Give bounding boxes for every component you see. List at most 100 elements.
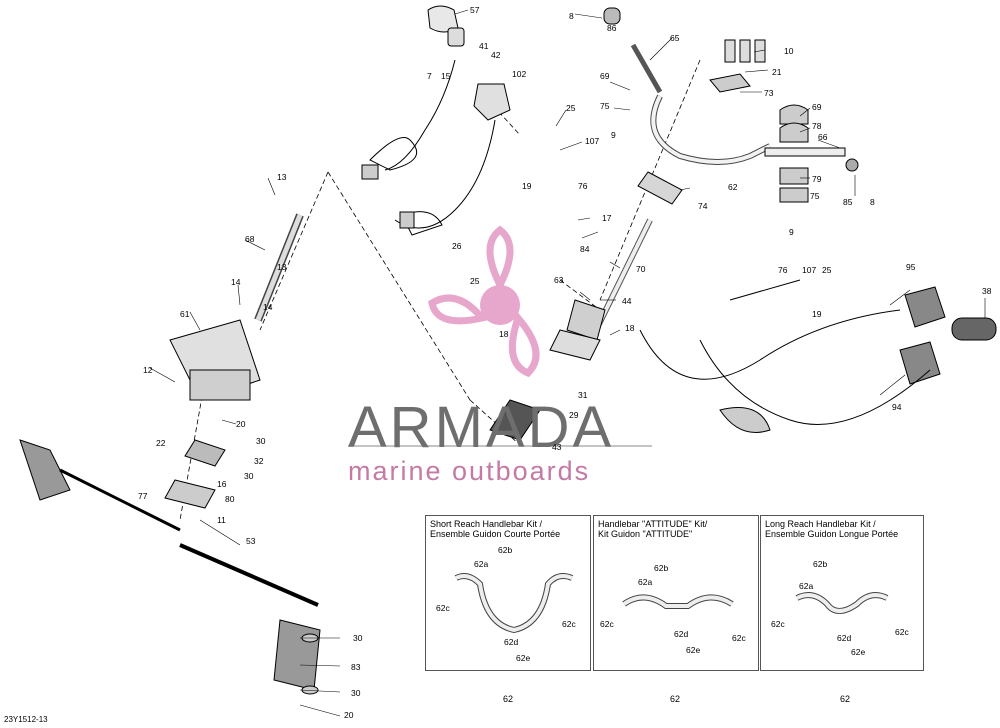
- kit-title-line2: Ensemble Guidon Longue Portée: [765, 529, 899, 539]
- kit-part-number-attitude: 62: [670, 694, 681, 704]
- kit-panel-attitude: Handlebar "ATTITUDE" Kit/Kit Guidon "ATT…: [593, 515, 759, 671]
- callout-number: 7: [427, 71, 432, 81]
- callout-number: 15: [441, 71, 451, 81]
- callout-number: 76: [578, 181, 588, 191]
- callout-number: 14: [231, 277, 241, 287]
- callout-number: 107: [585, 136, 600, 146]
- callout-number: 9: [789, 227, 794, 237]
- callout-number: 32: [254, 456, 264, 466]
- callout-number: 80: [225, 494, 235, 504]
- callout-number: 41: [479, 41, 489, 51]
- callout-number: 13: [277, 262, 287, 272]
- kit-label: 62d: [504, 637, 519, 647]
- kit-panel-short-reach: Short Reach Handlebar Kit /Ensemble Guid…: [425, 515, 591, 671]
- callout-number: 30: [353, 633, 363, 643]
- callout-number: 94: [892, 402, 902, 412]
- callout-number: 74: [698, 201, 708, 211]
- handlebar-62: [603, 7, 772, 165]
- short-reach-handlebar-drawing: [454, 573, 574, 634]
- kit-label: 62b: [498, 545, 513, 555]
- callout-number: 38: [982, 286, 992, 296]
- diagram-code: 23Y1512-13: [4, 715, 48, 724]
- callout-number: 65: [670, 33, 680, 43]
- callout-number: 85: [843, 197, 853, 207]
- callout-number: 69: [812, 102, 822, 112]
- callout-number: 84: [580, 244, 590, 254]
- kit-label: 62e: [516, 653, 531, 663]
- callout-number: 30: [244, 471, 254, 481]
- callout-number: 63: [554, 275, 564, 285]
- callout-number: 22: [156, 438, 166, 448]
- callout-number: 16: [217, 479, 227, 489]
- callout-number: 11: [217, 515, 226, 525]
- steering-linkage: [19, 213, 321, 695]
- kit-label: 62a: [799, 581, 814, 591]
- callout-number: 9: [611, 130, 616, 140]
- callout-number: 29: [569, 410, 579, 420]
- callout-number: 21: [772, 67, 782, 77]
- kit-label: 62e: [851, 647, 866, 657]
- callout-number: 57: [470, 5, 480, 15]
- callout-number: 18: [625, 323, 635, 333]
- callout-number: 8: [569, 11, 574, 21]
- leader-lines: [149, 9, 986, 717]
- callout-number: 19: [522, 181, 532, 191]
- kit-label: 62d: [837, 633, 852, 643]
- kit-label: 62e: [686, 645, 701, 655]
- watermark-subtitle: marine outboards: [348, 456, 591, 486]
- callout-number: 25: [566, 103, 576, 113]
- callout-number: 62: [728, 182, 738, 192]
- kit-title-long-reach: Long Reach Handlebar Kit /Ensemble Guido…: [765, 519, 898, 539]
- kit-label: 62c: [895, 627, 909, 637]
- grip-switch-assembly: [639, 279, 997, 433]
- callout-number: 17: [602, 213, 612, 223]
- callout-number: 79: [812, 174, 822, 184]
- callout-number: 19: [812, 309, 822, 319]
- attitude-handlebar-drawing: [622, 594, 734, 609]
- callout-number: 107: [802, 265, 817, 275]
- callout-number: 43: [552, 442, 562, 452]
- kit-panel-long-reach: Long Reach Handlebar Kit /Ensemble Guido…: [760, 515, 924, 671]
- handlebar-clamps: [764, 104, 859, 203]
- callout-number: 10: [784, 46, 794, 56]
- callout-number: 83: [351, 662, 361, 672]
- kit-label: 62b: [813, 559, 828, 569]
- throttle-assembly: [361, 5, 511, 236]
- callout-number: 75: [810, 191, 820, 201]
- callout-number: 25: [470, 276, 480, 286]
- callout-number: 76: [778, 265, 788, 275]
- armada-propeller-logo: [428, 225, 540, 378]
- callout-number: 8: [870, 197, 875, 207]
- kit-title-line1: Handlebar "ATTITUDE" Kit/: [598, 519, 708, 529]
- kit-label: 62c: [771, 619, 785, 629]
- callout-number: 20: [236, 419, 246, 429]
- callout-number: 30: [256, 436, 266, 446]
- callout-number: 14: [263, 302, 273, 312]
- callout-number: 70: [636, 264, 646, 274]
- callout-number: 13: [277, 172, 287, 182]
- kit-label: 62c: [600, 619, 614, 629]
- callout-number: 20: [344, 710, 354, 720]
- callout-number: 75: [600, 101, 610, 111]
- callout-number: 31: [578, 390, 588, 400]
- kit-title-line2: Ensemble Guidon Courte Portée: [430, 529, 561, 539]
- kit-label: 62c: [562, 619, 576, 629]
- callout-number: 77: [138, 491, 148, 501]
- callout-number: 68: [245, 234, 255, 244]
- callout-number: 30: [351, 688, 361, 698]
- callout-number: 102: [512, 69, 527, 79]
- callout-number: 69: [600, 71, 610, 81]
- callout-number: 53: [246, 536, 256, 546]
- callout-number: 25: [822, 265, 832, 275]
- watermark-name: ARMADA: [348, 395, 615, 460]
- kit-label: 62d: [674, 629, 689, 639]
- kit-label: 62a: [638, 577, 653, 587]
- callout-number: 95: [906, 262, 916, 272]
- kit-title-short-reach: Short Reach Handlebar Kit /Ensemble Guid…: [430, 519, 560, 539]
- callout-number: 73: [764, 88, 774, 98]
- kit-title-line1: Long Reach Handlebar Kit /: [765, 519, 876, 529]
- callout-number: 18: [499, 329, 509, 339]
- kit-title-attitude: Handlebar "ATTITUDE" Kit/Kit Guidon "ATT…: [598, 519, 707, 539]
- kit-label: 62c: [436, 603, 450, 613]
